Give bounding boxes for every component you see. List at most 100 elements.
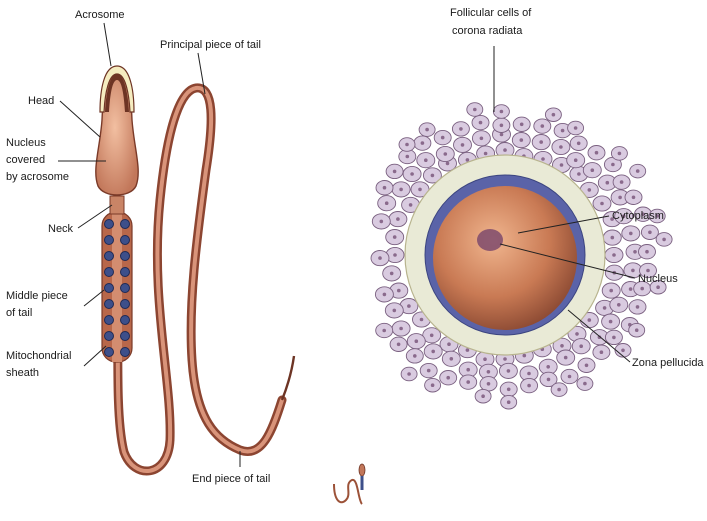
follicle-cell-nucleus	[431, 383, 435, 387]
follicle-cell-nucleus	[617, 303, 621, 307]
follicle-cell-nucleus	[559, 145, 563, 149]
follicle-cell-nucleus	[413, 354, 417, 358]
follicle-cell-nucleus	[560, 163, 564, 167]
follicle-cell-nucleus	[656, 285, 660, 289]
label-head: Head	[28, 95, 54, 107]
follicle-cell-nucleus	[430, 334, 434, 338]
follicle-cell-nucleus	[382, 329, 386, 333]
follicle-cell-nucleus	[507, 388, 511, 392]
follicle-cell-nucleus	[500, 110, 504, 114]
follicle-cell-nucleus	[446, 162, 450, 166]
follicle-cell-nucleus	[618, 196, 622, 200]
follicle-cell-nucleus	[418, 188, 422, 192]
oocyte-nucleus	[477, 229, 503, 251]
small-sperm-scale	[334, 464, 365, 504]
follicle-cell-nucleus	[574, 158, 578, 162]
label-nucleus-line1: Nucleus	[6, 137, 46, 149]
follicle-cell-nucleus	[583, 382, 587, 386]
follicle-cell-nucleus	[577, 172, 581, 176]
follicle-cell-nucleus	[611, 236, 615, 240]
sperm-end-piece	[282, 356, 294, 400]
follicle-cell-nucleus	[520, 138, 524, 142]
follicle-cell-nucleus	[447, 342, 451, 346]
follicle-cell-nucleus	[466, 380, 470, 384]
follicle-cell-nucleus	[561, 129, 565, 133]
follicle-cell-nucleus	[459, 127, 463, 131]
follicle-cell-nucleus	[431, 174, 435, 178]
follicle-cell-nucleus	[646, 269, 650, 273]
follicle-cell-nucleus	[484, 152, 488, 156]
follicle-cell-nucleus	[621, 349, 625, 353]
follicle-cell-nucleus	[546, 365, 550, 369]
label-middle-piece-line1: Middle piece	[6, 290, 68, 302]
follicle-cell-nucleus	[503, 357, 507, 361]
sperm-leaders	[58, 23, 240, 467]
follicle-cell-nucleus	[527, 372, 531, 376]
label-end-piece: End piece of tail	[192, 473, 270, 485]
follicle-cell-nucleus	[466, 348, 470, 352]
label-zona-pellucida: Zona pellucida	[632, 357, 704, 369]
follicle-cell-nucleus	[541, 124, 545, 128]
sperm-illustration	[96, 66, 294, 471]
follicle-cell-nucleus	[523, 354, 527, 358]
follicle-cell-nucleus	[609, 320, 613, 324]
follicle-cell-nucleus	[399, 188, 403, 192]
label-mito-line1: Mitochondrial	[6, 350, 71, 362]
follicle-cell-nucleus	[575, 332, 579, 336]
follicle-cell-nucleus	[393, 235, 397, 239]
follicle-cell-nucleus	[527, 384, 531, 388]
follicle-cell-nucleus	[648, 231, 652, 235]
follicle-cell-nucleus	[410, 172, 414, 176]
follicle-cell-nucleus	[636, 169, 640, 173]
follicle-cell-nucleus	[577, 142, 581, 146]
follicle-cell-nucleus	[568, 375, 572, 379]
label-nucleus-line2: covered	[6, 154, 45, 166]
follicle-cell-nucleus	[606, 181, 610, 185]
follicle-cell-nucleus	[481, 394, 485, 398]
label-follicular-line2: corona radiata	[452, 25, 523, 37]
follicle-cell-nucleus	[399, 327, 403, 331]
follicle-cell-nucleus	[539, 140, 543, 144]
follicle-cell-nucleus	[600, 202, 604, 206]
follicle-cell-nucleus	[405, 143, 409, 147]
follicle-cell-nucleus	[425, 128, 429, 132]
follicle-cell-nucleus	[407, 304, 411, 308]
follicle-cell-nucleus	[409, 203, 413, 207]
follicle-cell-nucleus	[618, 152, 622, 156]
follicle-cell-nucleus	[431, 350, 435, 354]
follicle-cell-nucleus	[662, 238, 666, 242]
label-neck: Neck	[48, 223, 74, 235]
follicle-cell-nucleus	[560, 344, 564, 348]
follicle-cell-nucleus	[500, 133, 504, 137]
follicle-cell-nucleus	[564, 356, 568, 360]
follicle-cell-nucleus	[629, 232, 633, 236]
follicle-cell-nucleus	[424, 158, 428, 162]
follicle-cell-nucleus	[547, 378, 551, 382]
follicle-cell-nucleus	[611, 163, 615, 167]
label-principal-piece: Principal piece of tail	[160, 39, 261, 51]
follicle-cell-nucleus	[406, 155, 410, 159]
follicle-cell-nucleus	[635, 328, 639, 332]
follicle-cell-nucleus	[487, 370, 491, 374]
follicle-cell-nucleus	[444, 152, 448, 156]
follicle-cell-nucleus	[557, 388, 561, 392]
follicle-cell-nucleus	[541, 157, 545, 161]
label-middle-piece-line2: of tail	[6, 307, 32, 319]
follicle-cell-nucleus	[609, 289, 613, 293]
follicle-cell-nucleus	[461, 143, 465, 147]
follicle-cell-nucleus	[487, 382, 491, 386]
follicle-cell-nucleus	[446, 376, 450, 380]
follicle-cell-nucleus	[552, 113, 556, 117]
follicle-cell-nucleus	[415, 339, 419, 343]
follicle-cell-nucleus	[466, 158, 470, 162]
follicle-cell-nucleus	[640, 287, 644, 291]
follicle-cell-nucleus	[579, 344, 583, 348]
follicle-cell-nucleus	[383, 186, 387, 190]
label-mito-line2: sheath	[6, 367, 39, 379]
follicle-cell-nucleus	[427, 369, 431, 373]
follicle-cell-nucleus	[383, 293, 387, 297]
follicle-cell-nucleus	[645, 250, 649, 254]
follicle-cell-nucleus	[595, 151, 599, 155]
follicle-cell-nucleus	[500, 124, 504, 128]
label-follicular-line1: Follicular cells of	[450, 7, 532, 19]
